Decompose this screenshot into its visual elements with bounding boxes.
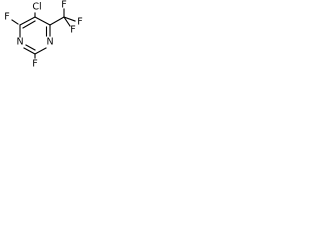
atom-label-nitrogen-upper: N [46,37,53,48]
bond-c6-cf3 [49,16,65,26]
atom-label-fluorine-cf3-1: F [61,0,66,11]
bond-cf3-f2 [63,16,76,22]
bond-f-c4 [11,19,19,25]
molecule-structure-diagram: F Cl F F F N N F [4,0,82,70]
atom-label-nitrogen-lower: N [16,37,23,48]
bond-c4-c5-double [22,20,36,29]
bond-c2-n3 [23,47,36,55]
atom-label-layer: F Cl F F F N N F [4,0,82,70]
bond-c4-c5 [19,16,36,26]
atom-label-fluorine-cf3-3: F [70,25,75,36]
atom-label-chlorine: Cl [32,2,41,13]
bond-n1-c2 [34,47,47,55]
bond-c2-n3-double [25,44,36,51]
bond-c5-c6 [34,16,51,26]
bond-cf3-f3 [63,16,71,27]
atom-label-fluorine-bottom-left: F [32,59,37,70]
atom-label-fluorine-top-left: F [4,12,9,23]
atom-label-fluorine-cf3-2: F [77,17,82,28]
bond-layer [11,8,76,59]
